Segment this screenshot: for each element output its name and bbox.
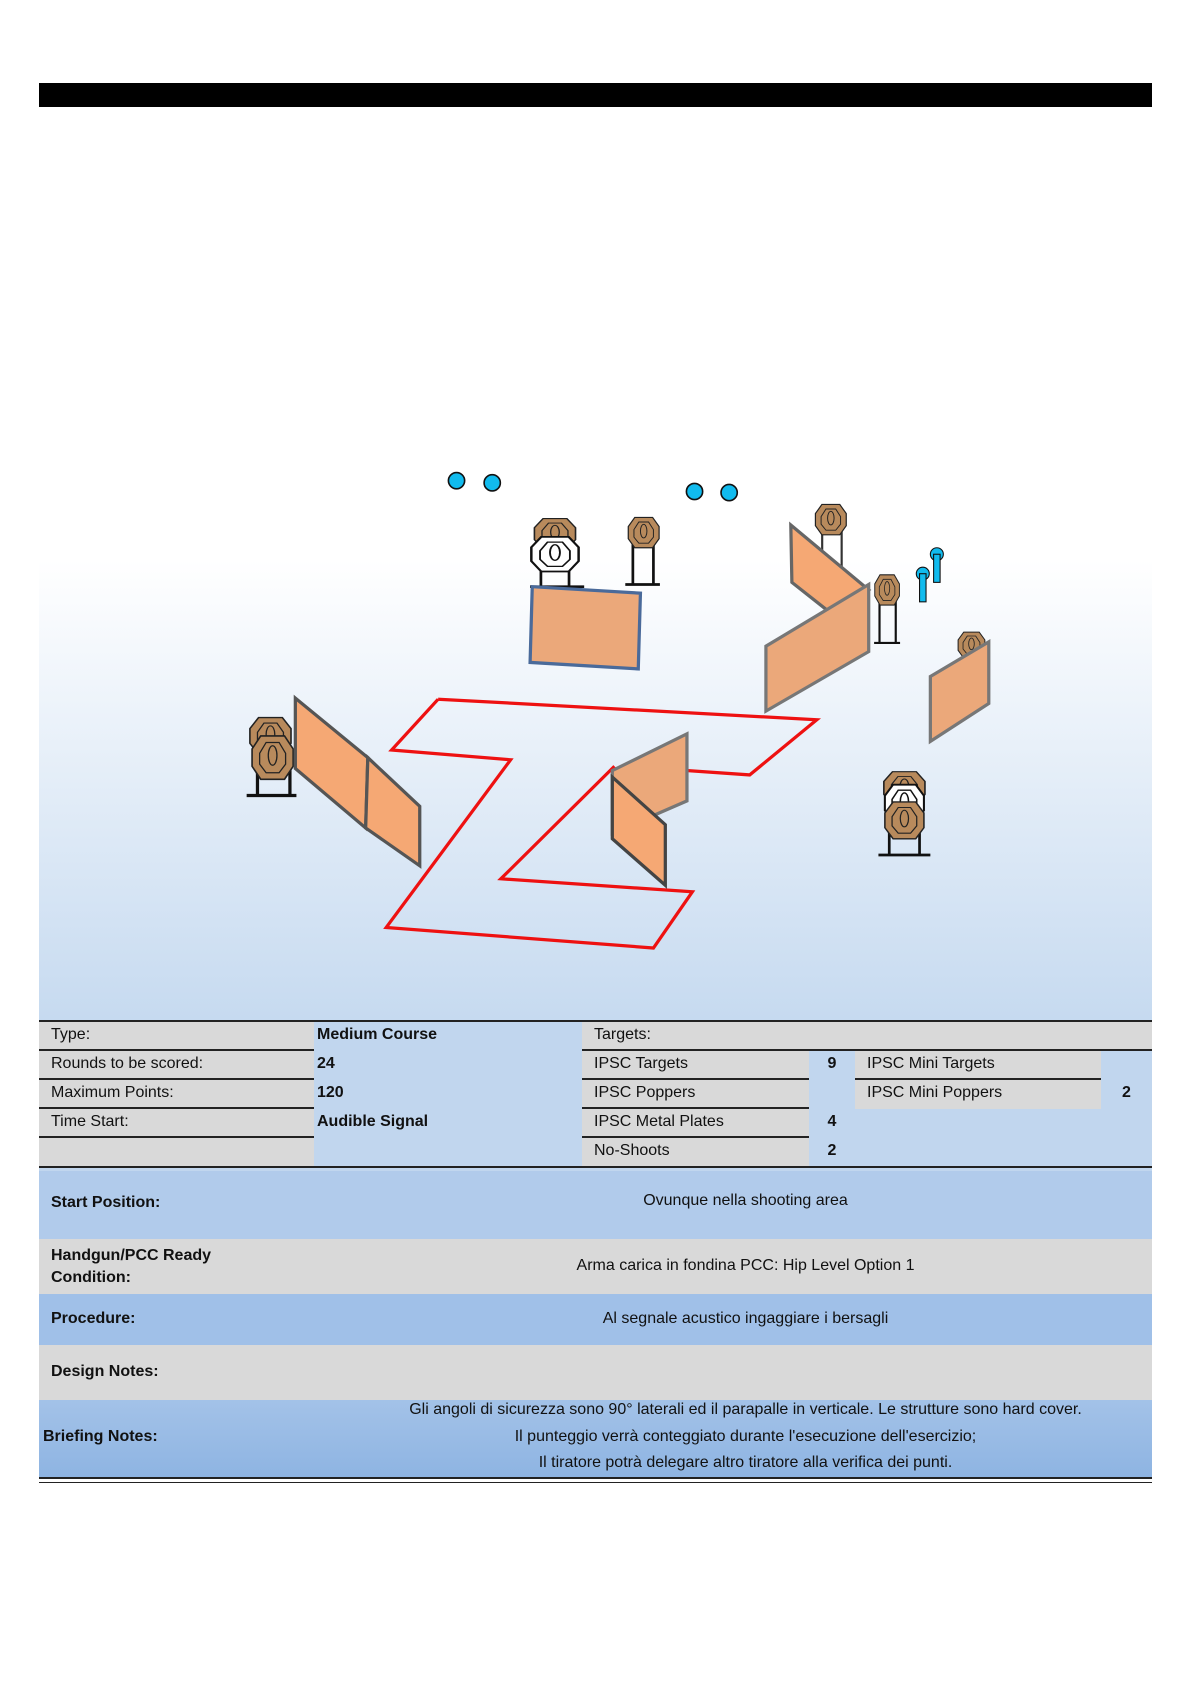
metal-plate-icon (447, 471, 466, 490)
mini-popper-icon (929, 547, 944, 583)
ipsc-target-icon (251, 735, 294, 781)
target-stand (874, 600, 901, 645)
briefing-notes-label: Briefing Notes: (43, 1428, 158, 1445)
type-label: Type: (39, 1022, 314, 1051)
wall (528, 584, 643, 671)
ready-condition-row: Handgun/PCC Ready Condition: Arma carica… (39, 1239, 1152, 1294)
procedure-value: Al segnale acustico ingaggiare i bersagl… (602, 1310, 889, 1327)
design-notes-row: Design Notes: (39, 1345, 1152, 1400)
ipsc-target-icon (874, 574, 900, 606)
max-points-value: 120 (317, 1084, 344, 1101)
max-points-label: Maximum Points: (39, 1080, 314, 1109)
ipsc-mini-targets-label: IPSC Mini Targets (855, 1051, 1101, 1080)
ready-condition-label-line2: Condition: (51, 1269, 131, 1286)
start-position-row: Start Position: Ovunque nella shooting a… (39, 1171, 1152, 1239)
ipsc-metal-plates-value: 4 (827, 1113, 837, 1130)
shooting-area-fault-line (383, 698, 696, 950)
no-shoots-value: 2 (827, 1142, 837, 1159)
ready-condition-label: Handgun/PCC Ready (51, 1247, 212, 1264)
time-start-label: Time Start: (39, 1109, 314, 1138)
targets-header: Targets: (582, 1022, 1152, 1051)
briefing-note-line: Gli angoli di sicurezza sono 90° lateral… (409, 1401, 1082, 1418)
wall (764, 581, 871, 714)
ipsc-targets-value: 9 (827, 1055, 837, 1072)
wall (293, 694, 370, 832)
wall (928, 639, 991, 745)
start-position-value: Ovunque nella shooting area (643, 1192, 848, 1209)
metal-plate-icon (483, 473, 502, 492)
target-stand (625, 543, 660, 586)
no-shoot-target-icon (530, 535, 580, 573)
metal-plate-icon (685, 482, 704, 501)
ipsc-target-icon (814, 503, 847, 536)
shooting-area-fault-line (438, 697, 822, 777)
briefing-notes-row: Briefing Notes: Gli angoli di sicurezza … (39, 1400, 1152, 1477)
metal-plate-icon (720, 483, 739, 502)
rounds-value: 24 (317, 1055, 335, 1072)
divider (39, 1477, 1152, 1483)
ipsc-mini-poppers-label: IPSC Mini Poppers (855, 1080, 1101, 1109)
ipsc-poppers-label: IPSC Poppers (582, 1080, 809, 1109)
time-start-value: Audible Signal (317, 1113, 429, 1130)
type-value: Medium Course (317, 1026, 438, 1043)
mini-popper-icon (915, 566, 930, 603)
wall (610, 773, 667, 889)
briefing-note-line: Il tiratore potrà delegare altro tirator… (538, 1454, 953, 1471)
rounds-label: Rounds to be scored: (39, 1051, 314, 1080)
ipsc-target-icon (884, 801, 925, 840)
wall (364, 753, 422, 869)
start-position-label: Start Position: (51, 1194, 161, 1211)
empty-cell (39, 1138, 314, 1167)
stage-summary-table: Type: Medium Course Targets: Rounds to b… (39, 1020, 1152, 1172)
ipsc-mini-poppers-value: 2 (1122, 1084, 1131, 1101)
header-bar (39, 83, 1152, 107)
briefing-note-line: Il punteggio verrà conteggiato durante l… (514, 1428, 977, 1445)
ipsc-targets-label: IPSC Targets (582, 1051, 809, 1080)
no-shoots-label: No-Shoots (582, 1138, 809, 1167)
procedure-row: Procedure: Al segnale acustico ingaggiar… (39, 1294, 1152, 1345)
procedure-label: Procedure: (51, 1310, 136, 1327)
ipsc-target-icon (627, 516, 660, 549)
design-notes-label: Design Notes: (51, 1363, 159, 1380)
ready-condition-value: Arma carica in fondina PCC: Hip Level Op… (576, 1257, 915, 1274)
ipsc-metal-plates-label: IPSC Metal Plates (582, 1109, 809, 1138)
